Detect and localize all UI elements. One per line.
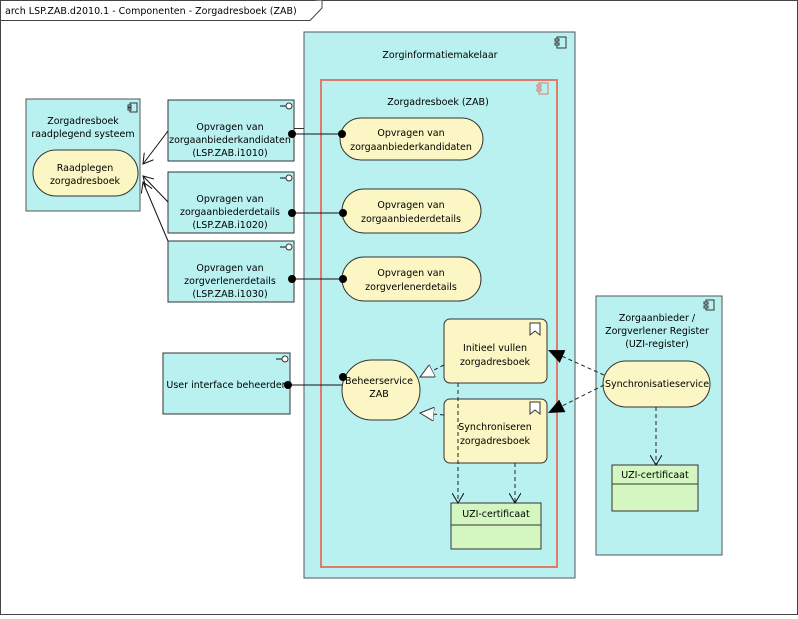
interface-ball (288, 130, 296, 138)
interface-i1030: Opvragen van zorgverlenerdetails (LSP.ZA… (167, 240, 295, 303)
iface1-line3: (LSP.ZAB.i1010) (192, 148, 267, 159)
process-synchroniseren: Synchroniseren zorgadresboek (443, 398, 548, 464)
usage-arrow (143, 130, 169, 164)
service1-line2: zorgaanbiederkandidaten (350, 142, 472, 153)
component-icon (127, 102, 138, 113)
flow-arrow (547, 384, 605, 414)
component-icon (536, 82, 549, 95)
iface3-line1: Opvragen van (196, 263, 263, 274)
beheer-line2: ZAB (369, 389, 389, 400)
admin-ui-label: User interface beheerder (166, 380, 285, 391)
beheer-line1: Beheerservice (345, 376, 413, 387)
interface-ball (339, 373, 347, 381)
service-verlenerdetails (341, 256, 482, 302)
register-line1: Zorgaanbieder / (619, 313, 696, 324)
interface-ball (339, 209, 347, 217)
sync-service-label: Synchronisatieservice (605, 379, 709, 390)
service2-line1: Opvragen van (377, 200, 444, 211)
iface2-line3: (LSP.ZAB.i1020) (192, 220, 267, 231)
usage-arrow (143, 176, 169, 203)
artifact2-label: UZI-certificaat (621, 470, 689, 481)
iface3-line2: zorgverlenerdetails (184, 276, 276, 287)
interface-ball (339, 275, 347, 283)
process2-line2: zorgadresboek (460, 436, 531, 447)
register-line2: Zorgverlener Register (605, 326, 709, 337)
register-component (595, 295, 723, 556)
artifact-uzi-zab: UZI-certificaat (450, 502, 542, 550)
component-icon (554, 36, 567, 49)
process1-line2: zorgadresboek (460, 357, 531, 368)
beheerservice (341, 359, 421, 421)
component-icon (703, 299, 715, 311)
raadplegen-label-2: zorgadresboek (50, 176, 121, 187)
service1-line1: Opvragen van (377, 128, 444, 139)
service2-line2: zorgaanbiederdetails (361, 214, 461, 225)
zim-title: Zorginformatiemakelaar (382, 50, 497, 61)
raadplegen-function (32, 149, 139, 197)
iface2-line2: zorgaanbiederdetails (180, 207, 280, 218)
interface-i1020: Opvragen van zorgaanbiederdetails (LSP.Z… (167, 171, 295, 234)
interface-ball (338, 130, 346, 138)
service3-line1: Opvragen van (377, 268, 444, 279)
consumer-title-1: Zorgadresboek (47, 116, 119, 127)
iface3-line3: (LSP.ZAB.i1030) (192, 289, 267, 300)
register-line3: (UZI-register) (625, 339, 689, 350)
process2-line1: Synchroniseren (458, 422, 531, 433)
artifact1-label: UZI-certificaat (462, 509, 530, 520)
iface1-line2: zorgaanbiederkandidaten (169, 135, 291, 146)
title-tab (0, 0, 323, 21)
process-initieel: Initieel vullen zorgadresboek (443, 318, 548, 384)
usage-arrow (143, 182, 169, 242)
process1-line1: Initieel vullen (463, 343, 527, 354)
port (294, 128, 304, 129)
artifact-uzi-register: UZI-certificaat (611, 464, 699, 512)
interface-ball (288, 209, 296, 217)
iface2-line1: Opvragen van (196, 194, 263, 205)
dependency-arrow (420, 365, 445, 377)
interface-i1010: Opvragen van zorgaanbiederkandidaten (LS… (167, 99, 295, 162)
diagram-title: arch LSP.ZAB.d2010.1 - Componenten - Zor… (5, 6, 297, 17)
interface-ball (288, 275, 296, 283)
admin-ui-interface: User interface beheerder (162, 352, 291, 415)
consumer-title-2: raadplegend systeem (31, 129, 134, 140)
service3-line2: zorgverlenerdetails (365, 282, 457, 293)
service-aanbiederdetails (341, 188, 482, 234)
service-kandidaten (339, 117, 484, 161)
iface1-line1: Opvragen van (196, 122, 263, 133)
raadplegen-label-1: Raadplegen (57, 163, 113, 174)
interface-ball (284, 381, 292, 389)
zab-title: Zorgadresboek (ZAB) (387, 97, 489, 108)
flow-arrow (547, 349, 605, 376)
